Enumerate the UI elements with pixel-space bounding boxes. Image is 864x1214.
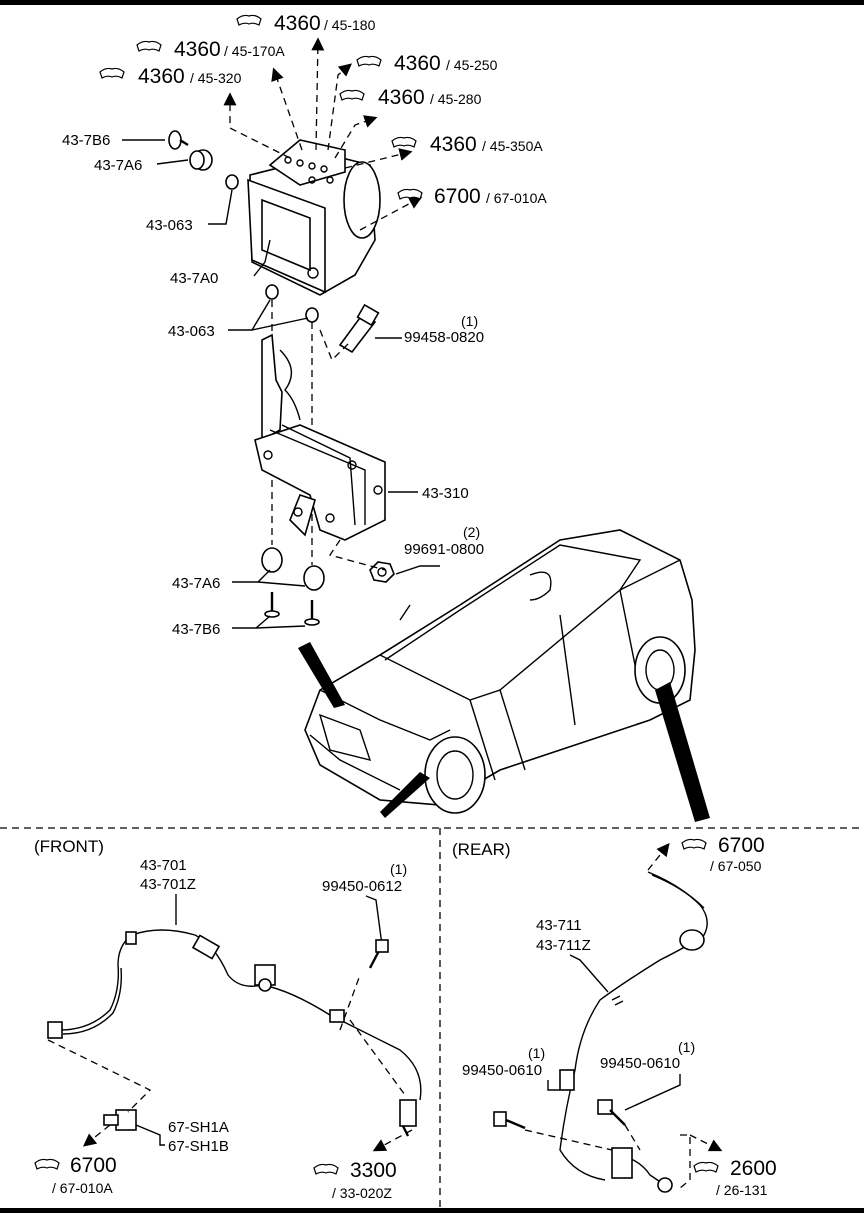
ref-code: / 45-250 (446, 57, 498, 73)
ref-45-180[interactable]: 4360 / 45-180 (236, 12, 376, 35)
label-43-701z: 43-701Z (140, 876, 196, 893)
label-43-711z: 43-711Z (536, 937, 591, 954)
ref-number: 6700 (718, 834, 765, 857)
callout-arrows (298, 642, 710, 822)
ref-33-020z[interactable]: 3300 / 33-020Z (313, 1159, 397, 1201)
bottom-border (0, 1208, 864, 1213)
nut-99691-0800 (369, 561, 395, 583)
ref-45-350a[interactable]: 4360 / 45-350A (391, 133, 543, 156)
label-43-7a0: 43-7A0 (170, 270, 218, 287)
grommets-43-7a6-bottom (261, 547, 325, 591)
ref-number: 2600 (730, 1157, 777, 1180)
ref-45-170a[interactable]: 4360 / 45-170A (136, 38, 285, 61)
label-43-7b6-bottom: 43-7B6 (172, 621, 220, 638)
grommet-43-7a6-top (189, 149, 213, 171)
rear-heading: (REAR) (452, 840, 511, 859)
ref-number: 6700 (434, 185, 481, 208)
label-99691-0800: 99691-0800 (404, 541, 484, 558)
qty-99691: (2) (463, 524, 480, 540)
label-43-310: 43-310 (422, 485, 469, 502)
ref-67-050[interactable]: 6700 / 67-050 (681, 834, 765, 874)
label-99450-0610-right: 99450-0610 (600, 1055, 680, 1072)
ref-45-250[interactable]: 4360 / 45-250 (356, 52, 498, 75)
label-43-7a6-bottom: 43-7A6 (172, 575, 220, 592)
ref-code: / 45-280 (430, 91, 482, 107)
ref-code: / 67-010A (52, 1180, 113, 1196)
label-43-7b6: 43-7B6 (62, 132, 110, 149)
ref-code: / 67-010A (486, 190, 547, 206)
ref-number: 4360 (274, 12, 321, 35)
ref-number: 3300 (350, 1159, 397, 1182)
ref-code: / 33-020Z (332, 1185, 392, 1201)
front-wheel-speed-sensor (47, 929, 422, 1137)
ref-number: 4360 (430, 133, 477, 156)
ref-26-131[interactable]: 2600 / 26-131 (693, 1157, 777, 1198)
ref-code: / 45-320 (190, 70, 242, 86)
top-border (0, 0, 864, 5)
qty-99450-0612: (1) (390, 861, 407, 877)
bracket-43-310 (254, 333, 386, 541)
car-illustration (304, 529, 696, 814)
ref-67-010a-top[interactable]: 6700 / 67-010A (397, 185, 547, 208)
label-67-sh1b: 67-SH1B (168, 1138, 229, 1155)
bolt-99450-0610-left (493, 1111, 526, 1130)
label-43-063: 43-063 (146, 217, 193, 234)
ref-code: / 67-050 (710, 858, 762, 874)
bolt-43-7b6-top (168, 130, 189, 150)
ref-code: / 26-131 (716, 1182, 768, 1198)
label-43-711: 43-711 (536, 917, 582, 934)
ref-number: 4360 (138, 65, 185, 88)
label-99450-0612: 99450-0612 (322, 878, 402, 895)
ref-number: 6700 (70, 1154, 117, 1177)
collar-43-063-top (225, 174, 239, 190)
label-99450-0610-left: 99450-0610 (462, 1062, 542, 1079)
front-heading: (FRONT) (34, 837, 104, 856)
ref-45-320[interactable]: 4360 / 45-320 (99, 65, 242, 88)
qty-99458: (1) (461, 313, 478, 329)
label-43-063-mid: 43-063 (168, 323, 215, 340)
ref-67-010a-front[interactable]: 6700 / 67-010A (34, 1154, 117, 1196)
bolt-99450-0610-right (597, 1099, 626, 1126)
ref-code: / 45-350A (482, 138, 543, 154)
abs-hydraulic-unit (247, 139, 381, 296)
label-43-7a6: 43-7A6 (94, 157, 142, 174)
label-43-701: 43-701 (140, 857, 187, 874)
collars-43-063-mid (265, 284, 319, 323)
bolt-99458-0820 (338, 303, 380, 354)
ref-number: 4360 (378, 86, 425, 109)
qty-99450-0610-right: (1) (678, 1039, 695, 1055)
ref-code: / 45-170A (224, 43, 285, 59)
pipe-connection-arrows (223, 37, 423, 231)
label-99458-0820: 99458-0820 (404, 329, 484, 346)
bolts-43-7b6-bottom (264, 592, 320, 626)
ref-number: 4360 (174, 38, 221, 61)
ref-number: 4360 (394, 52, 441, 75)
connector-67-sh1 (103, 1109, 137, 1131)
bolt-99450-0612 (368, 939, 389, 969)
qty-99450-0610-left: (1) (528, 1045, 545, 1061)
rear-wheel-speed-sensor (559, 871, 708, 1193)
ref-code: / 45-180 (324, 17, 376, 33)
ref-45-280[interactable]: 4360 / 45-280 (339, 86, 482, 109)
label-67-sh1a: 67-SH1A (168, 1119, 229, 1136)
